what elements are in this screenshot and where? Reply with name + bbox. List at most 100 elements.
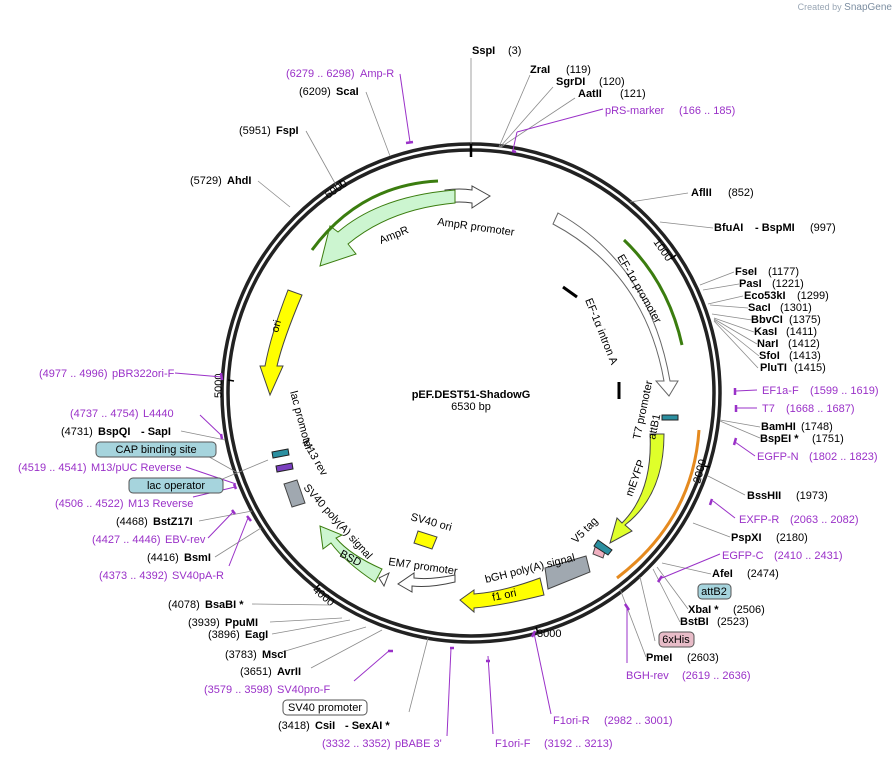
enzyme-eco53ki-pos: (1299) (797, 290, 829, 302)
sv40pa-box (283, 479, 306, 508)
primer-m13r: M13 Reverse (128, 498, 193, 510)
enzyme-aatii-pos: (121) (620, 88, 646, 100)
enzyme-pluti: PluTI (760, 362, 787, 374)
enzyme-fsei: FseI (735, 266, 757, 278)
enzyme-pasi: PasI (739, 278, 762, 290)
attb2-label: attB2 (701, 586, 727, 598)
enzyme-pmei-pos: (2603) (687, 652, 719, 664)
enzyme-bspqi-pos: (4731) (61, 426, 93, 438)
cap-site-box (95, 441, 217, 458)
his-tag-box (593, 539, 613, 556)
primer-sv40pro-range: (3579 .. 3598) (204, 684, 273, 696)
primer-sv40pa-range: (4373 .. 4392) (99, 570, 168, 582)
enzyme-bspmi: - BspMI (755, 222, 795, 234)
enzyme-fsei-pos: (1177) (768, 266, 799, 278)
enzyme-pasi-pos: (1221) (772, 278, 804, 290)
feature-ef1a-intron: EF-1α intron A (582, 297, 620, 368)
primer-egfpc: EGFP-C (722, 550, 764, 562)
m13-box (275, 462, 294, 473)
enzyme-sgrdi-pos: (120) (599, 76, 625, 88)
attb2-box-label (697, 583, 732, 600)
feature-ampr-promoter: AmpR promoter (437, 216, 516, 239)
plasmid-name: pEF.DEST51-ShadowG (412, 389, 531, 401)
enzyme-msci: MscI (262, 649, 286, 661)
ef1a-intron-bar (562, 285, 578, 299)
enzyme-xbai-pos: (2506) (733, 604, 765, 616)
primer-f1orif-range: (3192 .. 3213) (544, 738, 613, 750)
plasmid-size: 6530 bp (451, 401, 491, 413)
enzyme-sspi: SspI (472, 45, 495, 57)
primer-sv40pa: SV40pA-R (172, 570, 224, 582)
enzyme-scai-pos: (6209) (299, 86, 331, 98)
feature-v5: V5 tag (570, 515, 601, 546)
enzyme-bstbi: BstBI (680, 616, 709, 628)
primer-f1orif: F1ori-F (495, 738, 531, 750)
enzyme-ahdi: AhdI (227, 175, 251, 187)
enzyme-sapi: - SapI (141, 426, 171, 438)
enzyme-bamhi: BamHI (761, 421, 796, 433)
enzyme-bstbi-pos: (2523) (717, 616, 749, 628)
enzyme-ppumi-pos: (3939) (188, 617, 220, 629)
enzyme-aflii-pos: (852) (728, 187, 754, 199)
sv40-promoter-label: SV40 promoter (288, 702, 362, 714)
enzyme-pspxi-pos: (2180) (776, 532, 808, 544)
bgh-box (544, 555, 591, 590)
feature-ori: ori (269, 319, 284, 334)
enzyme-ppumi: PpuMI (225, 617, 258, 629)
enzyme-bsmi: BsmI (184, 552, 211, 564)
enzyme-pspxi: PspXI (731, 532, 762, 544)
enzyme-bstz17i: BstZ17I (153, 516, 193, 528)
feature-em7: EM7 promoter (388, 556, 459, 578)
ampr-arrow (319, 189, 456, 267)
ef1a-green-band (622, 238, 684, 346)
enzyme-zrai-pos: (119) (566, 64, 591, 76)
enzyme-bamhi-pos: (1748) (801, 421, 833, 433)
enzyme-bfuai-pos: (997) (810, 222, 836, 234)
feature-attb1: attB1 (646, 413, 663, 441)
enzyme-saci-pos: (1301) (780, 302, 812, 314)
enzyme-eagi: EagI (245, 629, 268, 641)
primer-egfpn-range: (1802 .. 1823) (809, 451, 878, 463)
primer-ampr-range: (6279 .. 6298) (286, 68, 355, 80)
enzyme-avrii-pos: (3651) (240, 666, 272, 678)
enzyme-afei-pos: (2474) (747, 568, 779, 580)
primer-f1orir: F1ori-R (553, 715, 590, 727)
enzyme-bbvci-pos: (1375) (789, 314, 821, 326)
tick-label-6000: 6000 (323, 178, 350, 202)
cap-site-label: CAP binding site (115, 444, 196, 456)
sv40-promoter-box (282, 699, 368, 716)
primer-t7: T7 (762, 403, 775, 415)
primer-l4440-range: (4737 .. 4754) (70, 408, 139, 420)
enzyme-bsshii: BssHII (747, 490, 781, 502)
his-box-label (658, 631, 695, 648)
enzyme-bsshii-pos: (1973) (796, 490, 828, 502)
enzyme-saci: SacI (748, 302, 771, 314)
primer-m13puc-range: (4519 .. 4541) (18, 462, 87, 474)
enzyme-pmei: PmeI (646, 652, 672, 664)
enzyme-bsabi-pos: (4078) (168, 599, 200, 611)
f1-ori-arrow (459, 577, 545, 614)
enzyme-nari: NarI (757, 338, 778, 350)
enzyme-nari-pos: (1412) (788, 338, 820, 350)
enzyme-afei: AfeI (712, 568, 733, 580)
primer-sv40pro: SV40pro-F (277, 684, 330, 696)
primer-pbabe-range: (3332 .. 3352) (322, 738, 391, 750)
feature-lac-promoter: lac promoter (287, 390, 315, 452)
enzyme-eco53ki: Eco53kI (744, 290, 786, 302)
enzyme-kasi: KasI (754, 326, 777, 338)
sv40pa-arrow (378, 571, 390, 588)
primer-ef1af-range: (1599 .. 1619) (810, 385, 879, 397)
enzyme-sexai: - SexAI * (345, 720, 390, 732)
primer-egfpc-range: (2410 .. 2431) (774, 550, 843, 562)
tick-label-3000: 3000 (537, 628, 561, 640)
lac-operator-box (128, 477, 224, 494)
enzyme-kasi-pos: (1411) (786, 326, 817, 338)
enzyme-bspei: BspEI * (760, 433, 799, 445)
snapgene-branding: Created by SnapGene (798, 2, 892, 13)
enzyme-csii: CsiI (315, 720, 335, 732)
primer-exfpr-range: (2063 .. 2082) (790, 514, 859, 526)
sv40-ori-box (413, 530, 438, 550)
primer-ebv-range: (4427 .. 4446) (92, 534, 161, 546)
enzyme-zrai: ZraI (530, 64, 550, 76)
attb1-box (661, 414, 679, 421)
